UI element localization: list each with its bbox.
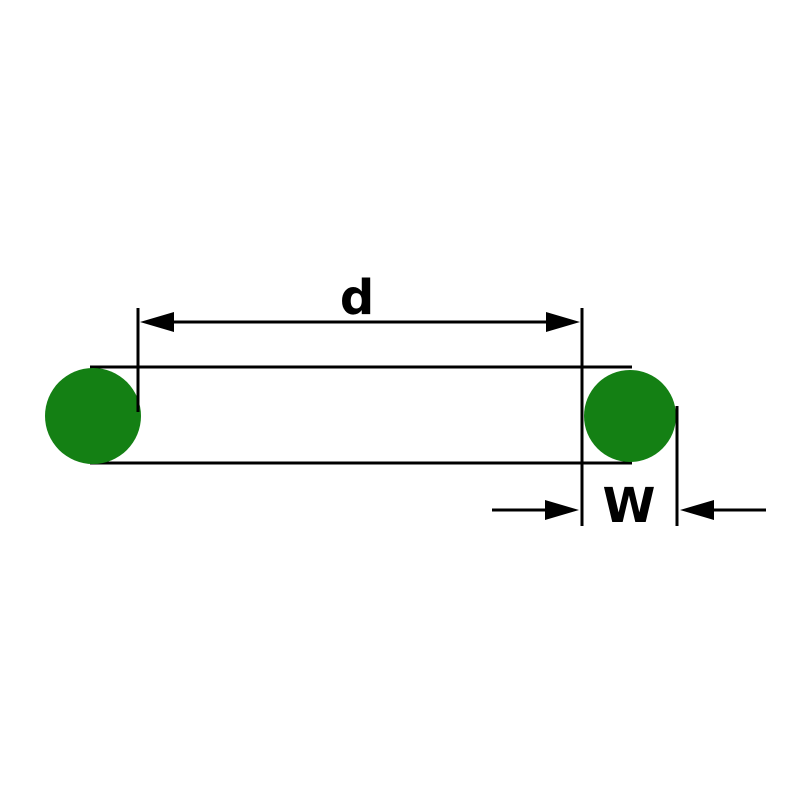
diameter-arrowhead-left <box>140 312 174 332</box>
oring-right-cross-section <box>584 370 676 462</box>
width-arrowhead-left <box>545 500 579 520</box>
oring-left-cross-section <box>45 368 141 464</box>
width-arrowhead-right <box>680 500 714 520</box>
diameter-arrowhead-right <box>546 312 580 332</box>
width-label: W <box>603 478 656 534</box>
inner-diameter-label: d <box>340 270 374 326</box>
